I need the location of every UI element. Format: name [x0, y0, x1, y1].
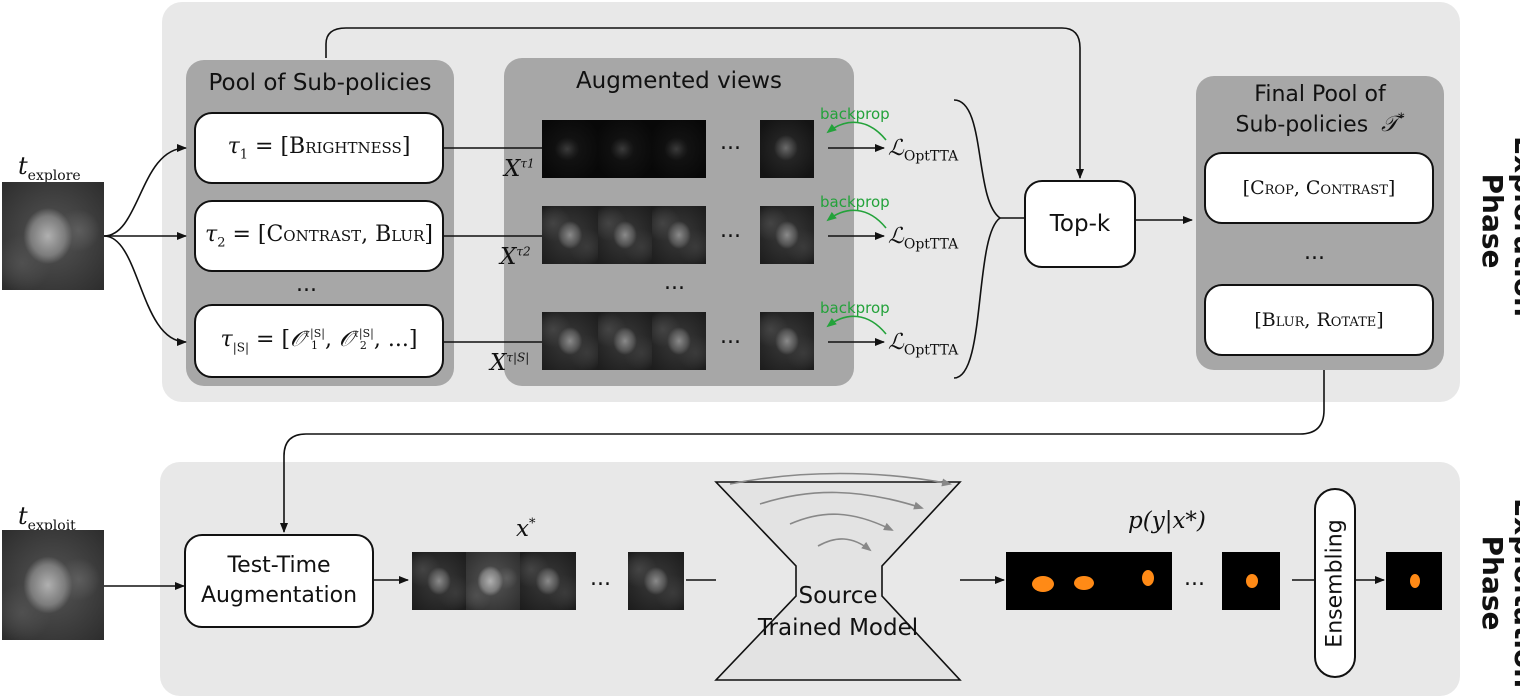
backprop-label-3: backprop — [820, 299, 890, 317]
prediction-image — [1222, 552, 1280, 610]
views-row-ellipsis: ... — [720, 218, 741, 243]
view-image — [652, 120, 706, 178]
view-label-1: Xτ1 — [504, 156, 535, 182]
final-policy-box-1: [Crop, Contrast] — [1204, 152, 1434, 224]
policy-box-2: τ2 = [Contrast, Blur] — [194, 200, 444, 272]
prediction-label: p(y|x*) — [1128, 508, 1206, 534]
loss-3: ℒOptTTA — [888, 330, 959, 359]
top-k-box: Top-k — [1024, 180, 1136, 268]
view-image — [598, 206, 652, 264]
view-image — [652, 312, 706, 370]
exploit-input-label: texploit — [18, 502, 76, 534]
view-image — [760, 312, 814, 370]
final-pool-title-line1: Final Pool of — [1254, 82, 1386, 107]
ensemble-output-image — [1386, 552, 1442, 610]
test-time-augmentation-box: Test-Time Augmentation — [184, 534, 374, 628]
loss-2: ℒOptTTA — [888, 224, 959, 253]
views-row-ellipsis: ... — [720, 130, 741, 155]
views-row-ellipsis: ... — [720, 324, 741, 349]
pool-title: Pool of Sub-policies — [208, 70, 432, 96]
view-image — [652, 206, 706, 264]
exploitation-phase-label: Exploitation Phase — [1476, 498, 1520, 689]
policy-box-1: τ1 = [Brightness] — [194, 112, 444, 184]
final-policy-box-2: [Blur, Rotate] — [1204, 284, 1434, 356]
explore-input-image — [2, 182, 104, 290]
view-image — [598, 312, 652, 370]
view-image — [542, 206, 598, 264]
exploit-input-image — [2, 530, 104, 640]
model-label: Source Trained Model — [757, 583, 919, 641]
prediction-image — [1118, 552, 1172, 610]
aug-image — [466, 552, 520, 610]
final-pool-title-line2: Sub-policies 𝒯* — [1235, 112, 1405, 138]
aug-ellipsis: ... — [590, 566, 611, 591]
view-label-3: Xτ|S| — [490, 350, 530, 376]
prediction-image — [1006, 552, 1066, 610]
views-col-ellipsis: ... — [664, 270, 685, 295]
pool-ellipsis: ... — [296, 272, 317, 297]
model-hourglass-shape — [714, 481, 962, 681]
view-image — [542, 120, 598, 178]
view-image — [542, 312, 598, 370]
backprop-label-2: backprop — [820, 193, 890, 211]
aug-image — [520, 552, 576, 610]
prediction-image — [1066, 552, 1118, 610]
aug-image — [412, 552, 466, 610]
xstar-label: x* — [516, 516, 536, 542]
final-pool-ellipsis: ... — [1304, 240, 1325, 265]
view-image — [598, 120, 652, 178]
view-image — [760, 206, 814, 264]
view-image — [760, 120, 814, 178]
pred-ellipsis: ... — [1184, 566, 1205, 591]
ensembling-box: Ensembling — [1314, 488, 1356, 678]
exploration-phase-label: Exploration Phase — [1476, 136, 1520, 317]
loss-1: ℒOptTTA — [888, 136, 959, 165]
view-label-2: Xτ2 — [500, 244, 531, 270]
aug-image — [628, 552, 684, 610]
views-title: Augmented views — [575, 68, 783, 94]
backprop-label-1: backprop — [820, 105, 890, 123]
explore-input-label: texplore — [18, 152, 81, 184]
